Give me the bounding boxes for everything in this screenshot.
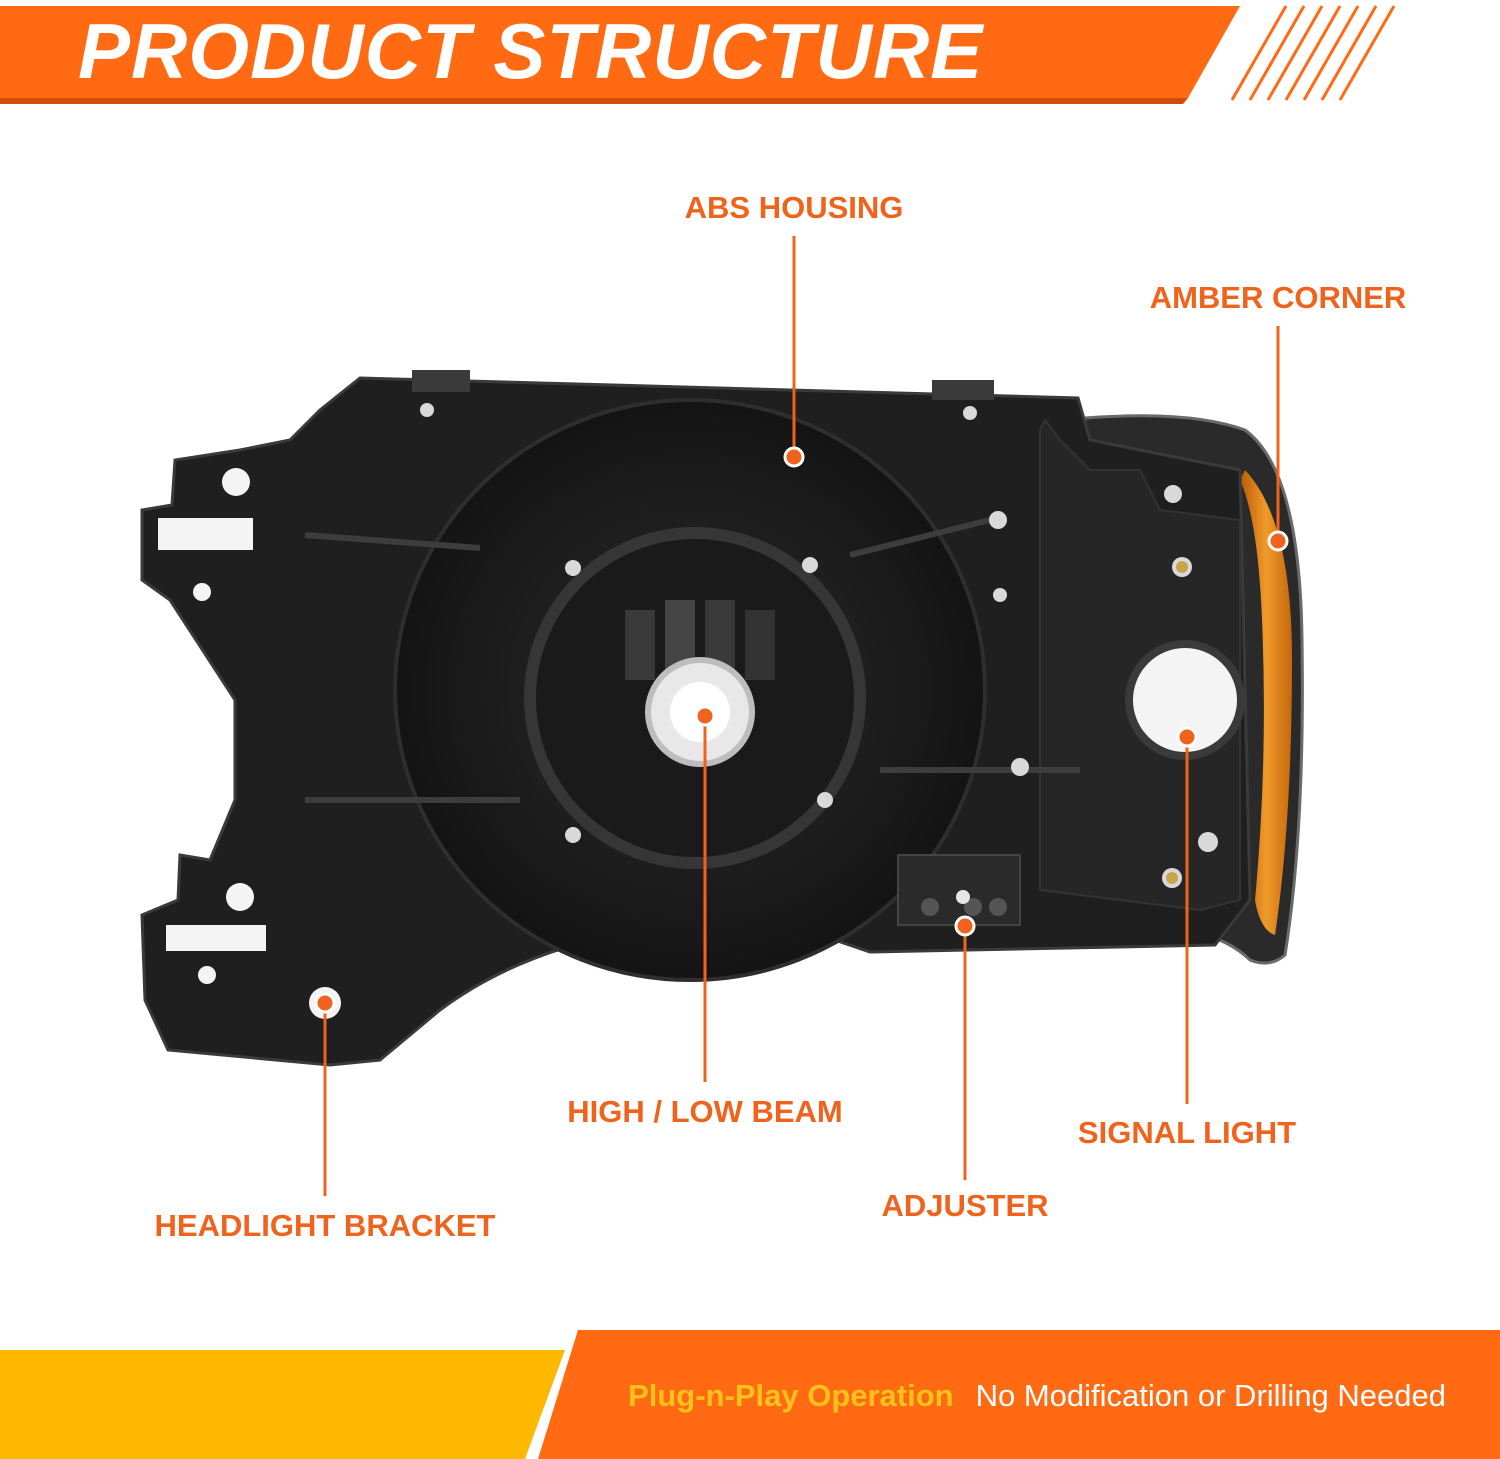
callout-dots <box>314 446 1289 1014</box>
top-clip-left <box>412 370 470 392</box>
amber-reflector <box>1240 470 1292 935</box>
feature-highlight: Plug-n-Play Operation <box>628 1378 954 1413</box>
footer-orange-bar <box>538 1330 1500 1459</box>
bracket-slot-upper <box>158 518 253 550</box>
label-high-low-beam: HIGH / LOW BEAM <box>567 1094 843 1129</box>
banner-shadow <box>0 98 1188 104</box>
reflector-rib-4 <box>745 610 775 680</box>
label-amber-corner: AMBER CORNER <box>1149 280 1407 315</box>
banner-stripes <box>1230 5 1396 101</box>
page-title: PRODUCT STRUCTURE <box>78 7 984 95</box>
brass-nuts <box>1166 561 1188 884</box>
reflector-rib-1 <box>625 610 655 680</box>
housing-struts <box>304 517 1080 803</box>
label-signal-light: SIGNAL LIGHT <box>1077 1115 1297 1150</box>
adjuster-screw <box>956 890 970 904</box>
mount-hole-4 <box>198 966 216 984</box>
mount-hole-1 <box>222 468 250 496</box>
footer-features: Plug-n-Play Operation No Modification or … <box>628 1376 1446 1416</box>
label-abs-housing: ABS HOUSING <box>684 190 904 225</box>
bracket-slot-lower <box>166 925 266 951</box>
label-adjuster: ADJUSTER <box>881 1188 1049 1223</box>
footer-banner <box>0 1330 1500 1459</box>
mount-hole-3 <box>226 883 254 911</box>
feature-text: No Modification or Drilling Needed <box>975 1378 1446 1413</box>
footer-yellow-bar <box>0 1350 565 1459</box>
title-banner <box>0 5 1396 104</box>
top-clip-right <box>932 380 994 400</box>
callout-lines <box>323 236 1280 1196</box>
adjuster-knobs <box>921 898 1007 916</box>
signal-socket <box>1125 640 1245 760</box>
label-headlight-bracket: HEADLIGHT BRACKET <box>154 1208 496 1243</box>
mount-hole-2 <box>193 583 211 601</box>
banner-bar <box>0 6 1240 98</box>
